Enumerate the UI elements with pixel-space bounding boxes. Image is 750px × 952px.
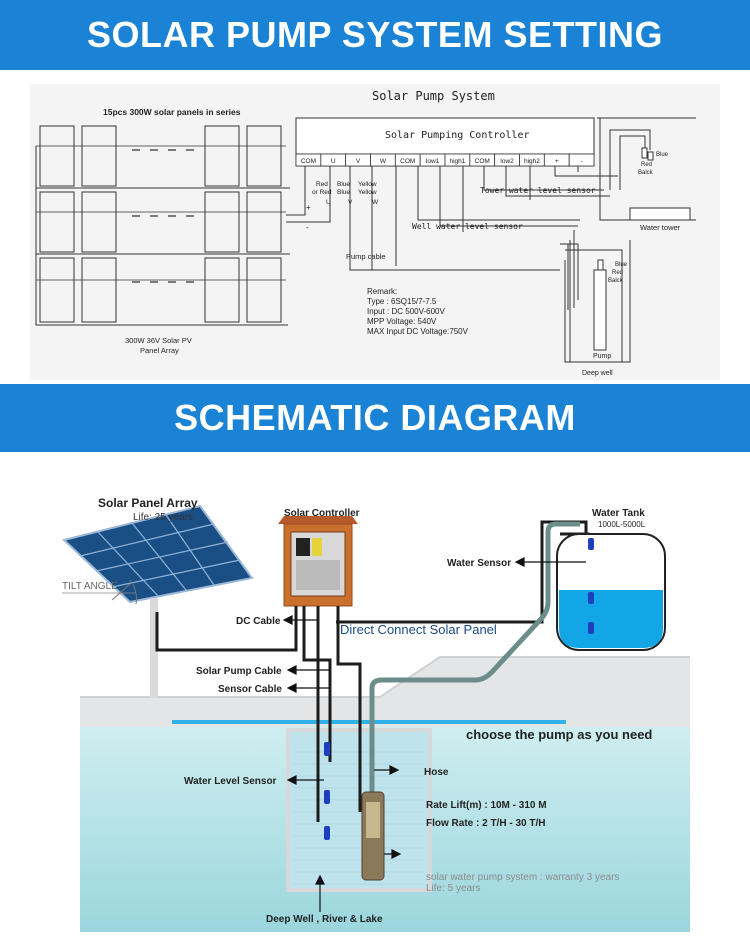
terminal-label: low1 (426, 158, 440, 165)
panel-dashes (132, 149, 194, 283)
choose-pump-label: choose the pump as you need (466, 727, 652, 742)
top-banner: SOLAR PUMP SYSTEM SETTING (0, 0, 750, 70)
well-sensor-label: Well water level sensor (412, 222, 523, 231)
wire-plus: + (306, 203, 311, 212)
well-wire-red: Red (612, 270, 623, 276)
terminal-label: + (555, 158, 559, 165)
warranty-label: solar water pump system : warranty 3 yea… (426, 872, 619, 883)
submersible-pump (361, 791, 385, 881)
well-probes (324, 742, 330, 840)
direct-connect-label: Direct Connect Solar Panel (340, 622, 497, 637)
sensor-cable-label: Sensor Cable (218, 684, 282, 695)
remark-heading: Remark: (367, 287, 397, 296)
wire-or-red: or Red (312, 189, 332, 196)
tower-sensor-label: Tower water level sensor (480, 186, 596, 195)
wiring-title: Solar Pump System (372, 89, 495, 103)
panels-label: 15pcs 300W solar panels in series (103, 107, 241, 117)
tank-capacity-label: 1000L-5000L (598, 520, 646, 529)
wire-blue2: Blue (337, 189, 350, 196)
deep-well (569, 240, 631, 363)
remark-mpp: MPP Voltage: 540V (367, 317, 437, 326)
label-arrows (282, 557, 586, 912)
water-tower (597, 117, 696, 221)
wiring-diagram: Solar Pump System 15pcs 300W solar panel… (0, 70, 750, 384)
terminal-label: COM (475, 158, 490, 165)
terminal-label: COM (400, 158, 415, 165)
flow-rate-label: Flow Rate : 2 T/H - 30 T/H (426, 818, 545, 829)
solar-array-label: Solar Panel Array (98, 496, 198, 510)
solar-life-label: Life: 25 years (133, 512, 193, 523)
array-label-2: Panel Array (140, 346, 179, 355)
terminal-label: W (380, 158, 387, 165)
remark-type: Type : 6SQ15/7-7.5 (367, 297, 437, 306)
water-tower-label: Water tower (640, 223, 681, 232)
water-level-line (172, 720, 566, 724)
ground-surface (80, 656, 690, 698)
tower-wire-blue: Blue (656, 152, 669, 158)
controller-label: Solar Controller (284, 508, 360, 519)
hose (369, 521, 580, 792)
water-tank (556, 533, 666, 651)
controller-cabinet (278, 516, 358, 607)
wire-red: Red (316, 181, 328, 188)
deep-well-label: Deep Well , River & Lake (266, 914, 383, 925)
tower-wire-black: Balck (638, 170, 654, 176)
remark-max: MAX Input DC Voltage:750V (367, 327, 469, 336)
wire-yellow: Yellow (358, 181, 377, 188)
terminal-cell (568, 153, 595, 167)
terminal-label: high1 (449, 158, 465, 165)
middle-banner: SCHEMATIC DIAGRAM (0, 384, 750, 452)
schematic-diagram: Solar Panel Array Life: 25 years TILT AN… (0, 452, 750, 952)
tilt-angle-label: TILT ANGLE (62, 581, 118, 592)
terminal-label: U (331, 158, 336, 165)
solar-panel-grid (35, 125, 290, 326)
pump-life-label: Life: 5 years (426, 883, 480, 894)
well-wire-blue: Blue (615, 262, 628, 268)
array-label-1: 300W 36V Solar PV (125, 336, 192, 345)
terminal-label: COM (301, 158, 316, 165)
wire-yellow2: Yellow (358, 189, 377, 196)
water-sensor-label: Water Sensor (447, 558, 511, 569)
solar-pump-cable-label: Solar Pump Cable (196, 666, 282, 677)
water-level-sensor-label: Water Level Sensor (184, 776, 277, 787)
solar-panel (61, 504, 254, 698)
wire-blue: Blue (337, 181, 350, 188)
well-pump (593, 259, 607, 351)
water-tank-label: Water Tank (592, 508, 645, 519)
tower-sensor-probes (609, 129, 654, 190)
remark-input: Input : DC 500V-600V (367, 307, 445, 316)
dc-cable-label: DC Cable (236, 616, 281, 627)
deep-well-label: Deep well (582, 370, 613, 377)
wire-w: W (372, 199, 379, 206)
rate-lift-label: Rate Lift(m) : 10M - 310 M (426, 800, 547, 811)
tower-wire-red: Red (641, 162, 652, 168)
well-pump-label: Pump (593, 353, 611, 360)
wire-u: U (326, 199, 331, 206)
terminal-label: high2 (524, 158, 540, 165)
well-wire-black: Balck (608, 278, 624, 284)
pump-cable-label: Pump cable (346, 252, 386, 261)
hose-label: Hose (424, 767, 449, 778)
wire-minus: - (306, 223, 309, 232)
terminal-label: - (580, 158, 582, 165)
terminal-label: V (356, 158, 361, 165)
terminal-label: low2 (500, 158, 514, 165)
wire-v: V (348, 199, 353, 206)
controller-label: Solar Pumping Controller (385, 130, 530, 141)
terminals: COM U V W COM low1 high1 COM low2 high2 + - (295, 153, 595, 167)
